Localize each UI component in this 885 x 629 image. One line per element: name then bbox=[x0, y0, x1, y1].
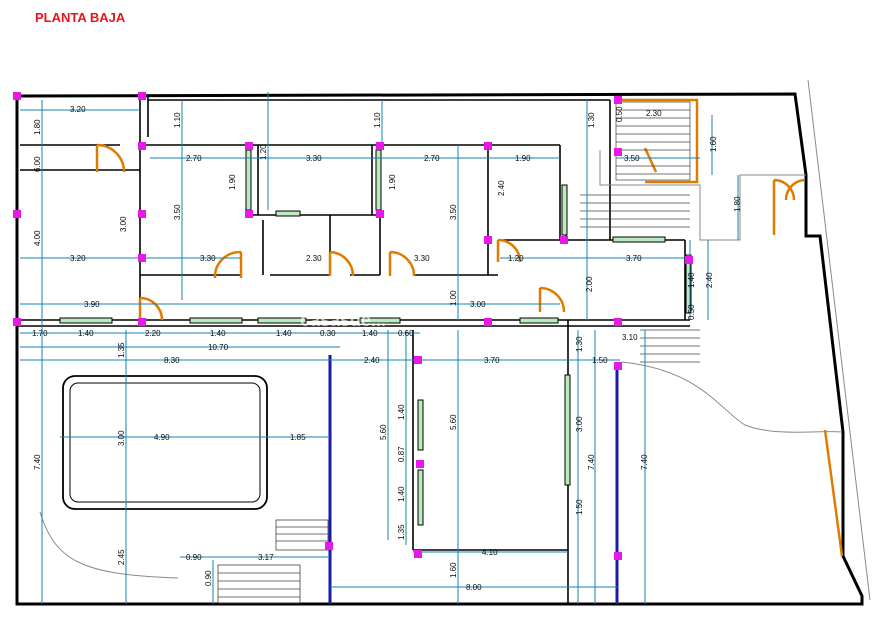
columns bbox=[13, 92, 693, 560]
dim-label: 6.00 bbox=[33, 156, 42, 172]
dim-label: 1.30 bbox=[587, 112, 596, 128]
dim-label: 1.90 bbox=[228, 174, 237, 190]
dim-label: 1.80 bbox=[33, 119, 42, 135]
dim-label: 3.70 bbox=[626, 254, 642, 263]
dim-label: 1.40 bbox=[210, 329, 226, 338]
dim-label: 7.40 bbox=[33, 454, 42, 470]
pool bbox=[62, 375, 268, 510]
dim-label: 7.40 bbox=[640, 454, 649, 470]
dim-label: 3.20 bbox=[70, 254, 86, 263]
dim-label: 1.20 bbox=[259, 144, 268, 160]
dim-label: 0.87 bbox=[397, 446, 406, 462]
dim-label: 4.00 bbox=[33, 230, 42, 246]
dim-label: 0.50 bbox=[687, 304, 696, 320]
dim-label: 1.60 bbox=[449, 562, 458, 578]
dim-label: 3.17 bbox=[258, 553, 274, 562]
dim-label: 3.50 bbox=[624, 154, 640, 163]
dim-label: 1.70 bbox=[32, 329, 48, 338]
watermark: casasde... bbox=[300, 310, 386, 330]
dim-label: 0.30 bbox=[320, 329, 336, 338]
dim-label: 2.70 bbox=[424, 154, 440, 163]
dim-label: 0.90 bbox=[204, 570, 213, 586]
dim-label: 10.70 bbox=[208, 343, 229, 352]
dim-label: 7.40 bbox=[587, 454, 596, 470]
dim-label: 1.10 bbox=[373, 112, 382, 128]
dim-label: 3.00 bbox=[575, 416, 584, 432]
dim-label: 2.40 bbox=[497, 180, 506, 196]
dim-label: 5.60 bbox=[379, 424, 388, 440]
plan-title: PLANTA BAJA bbox=[35, 10, 126, 25]
dim-label: 3.00 bbox=[119, 216, 128, 232]
dim-label: 0.60 bbox=[398, 329, 414, 338]
dim-label: 1.00 bbox=[449, 290, 458, 306]
dim-label: 2.40 bbox=[705, 272, 714, 288]
dim-label: 3.10 bbox=[622, 333, 638, 342]
dim-label: 2.00 bbox=[585, 276, 594, 292]
dim-label: 3.30 bbox=[306, 154, 322, 163]
dim-label: 3.00 bbox=[117, 430, 126, 446]
dimension-labels: 3.20 1.80 6.00 4.00 7.40 2.45 2.70 3.30 … bbox=[32, 105, 742, 592]
structural-beams bbox=[328, 355, 619, 604]
dim-label: 1.90 bbox=[388, 174, 397, 190]
dim-label: 1.40 bbox=[397, 404, 406, 420]
dim-label: 3.50 bbox=[449, 204, 458, 220]
dim-label: 1.90 bbox=[515, 154, 531, 163]
dim-label: 1.85 bbox=[290, 433, 306, 442]
dim-label: 2.20 bbox=[145, 329, 161, 338]
dim-label: 2.40 bbox=[364, 356, 380, 365]
dim-label: 2.70 bbox=[186, 154, 202, 163]
dim-label: 1.50 bbox=[592, 356, 608, 365]
garden-curves bbox=[39, 361, 843, 579]
interior-walls bbox=[17, 96, 806, 604]
dim-label: 3.50 bbox=[173, 204, 182, 220]
dim-label: 1.40 bbox=[687, 272, 696, 288]
dim-label: 8.30 bbox=[164, 356, 180, 365]
dim-label: 8.00 bbox=[466, 583, 482, 592]
dim-label: 1.40 bbox=[362, 329, 378, 338]
dim-label: 1.60 bbox=[709, 136, 718, 152]
dim-label: 4.10 bbox=[482, 548, 498, 557]
dim-label: 1.50 bbox=[575, 499, 584, 515]
dim-label: 3.00 bbox=[470, 300, 486, 309]
stairs bbox=[217, 101, 700, 604]
dim-label: 1.35 bbox=[117, 342, 126, 358]
dimension-lines bbox=[20, 92, 739, 604]
dim-label: 1.40 bbox=[397, 486, 406, 502]
windows bbox=[59, 149, 692, 526]
dim-label: 3.90 bbox=[84, 300, 100, 309]
dim-label: 1.80 bbox=[733, 196, 742, 212]
dim-label: 1.30 bbox=[575, 336, 584, 352]
dim-label: 3.20 bbox=[70, 105, 86, 114]
dim-label: 1.40 bbox=[78, 329, 94, 338]
dim-label: 0.50 bbox=[615, 106, 624, 122]
dim-label: 5.60 bbox=[449, 414, 458, 430]
doors bbox=[95, 98, 844, 557]
dim-label: 3.30 bbox=[414, 254, 430, 263]
dim-label: 2.30 bbox=[306, 254, 322, 263]
exterior-walls bbox=[15, 79, 871, 606]
dim-label: 4.90 bbox=[154, 433, 170, 442]
dim-label: 1.40 bbox=[276, 329, 292, 338]
dim-label: 1.10 bbox=[173, 112, 182, 128]
dim-label: 2.45 bbox=[117, 549, 126, 565]
dim-label: 3.30 bbox=[200, 254, 216, 263]
dim-label: 3.70 bbox=[484, 356, 500, 365]
dim-label: 1.20 bbox=[508, 254, 524, 263]
dim-label: 0.90 bbox=[186, 553, 202, 562]
dim-label: 1.35 bbox=[397, 524, 406, 540]
dim-label: 2.30 bbox=[646, 109, 662, 118]
